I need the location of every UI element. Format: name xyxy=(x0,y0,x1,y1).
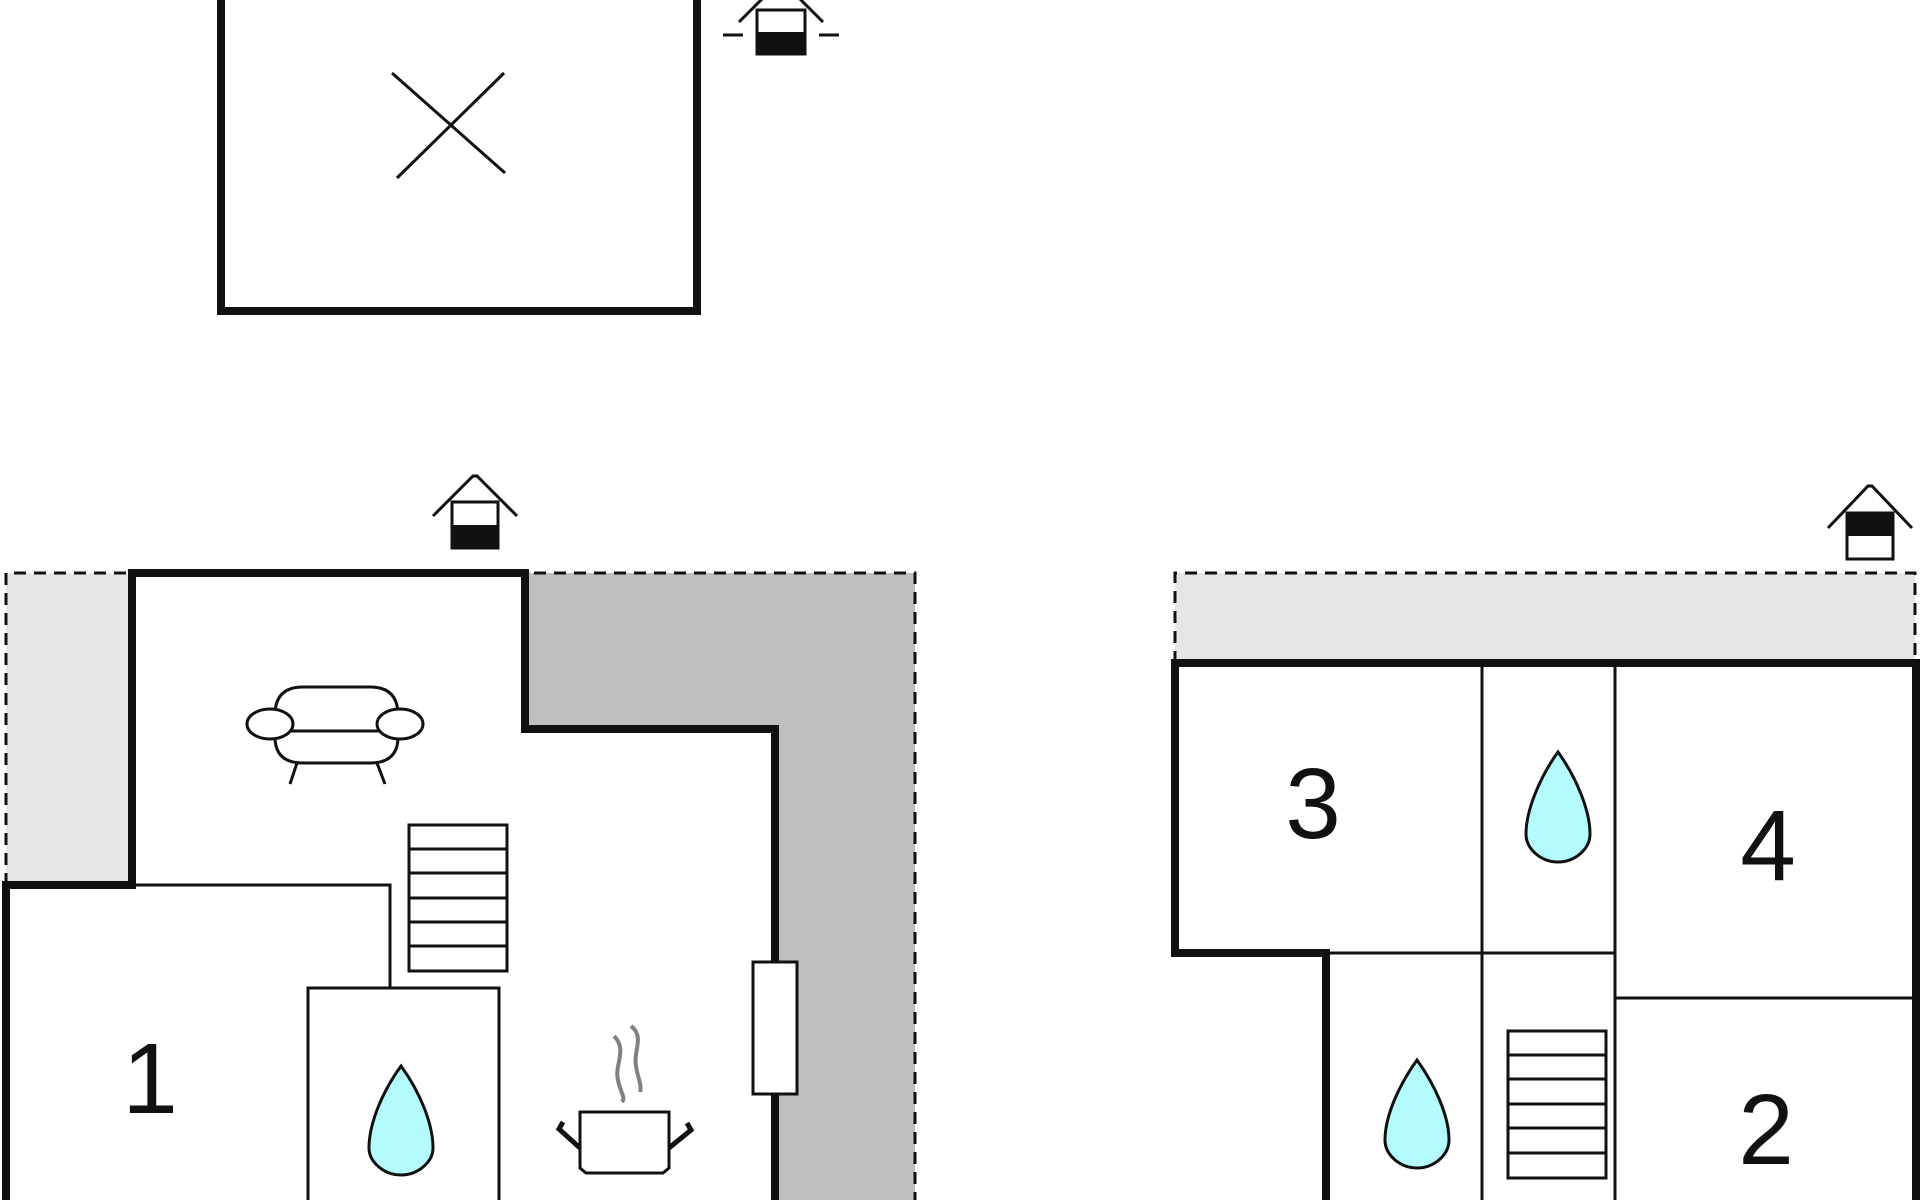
unused-space-icon xyxy=(391,71,506,180)
cooking-pot-icon xyxy=(555,1024,695,1175)
outbuilding-wall xyxy=(217,0,701,315)
fireplace-icon xyxy=(751,960,799,1096)
water-drop-icon xyxy=(367,1063,435,1177)
interior-wall xyxy=(132,883,392,988)
house-right: 3 4 2 xyxy=(1171,484,1920,1200)
terrace-dark xyxy=(525,573,915,1200)
stairs-icon xyxy=(407,823,509,973)
water-drop-icon xyxy=(1383,1057,1451,1170)
room-number-4: 4 xyxy=(1740,790,1796,902)
room-number-2: 2 xyxy=(1738,1074,1794,1186)
room-number-1: 1 xyxy=(122,1023,178,1135)
outbuilding xyxy=(217,0,701,315)
terrace-light xyxy=(6,573,132,885)
water-drop-icon xyxy=(1524,749,1592,864)
terrace-light xyxy=(1175,573,1915,663)
bathroom-wall xyxy=(306,986,501,1200)
house-left-outer-wall xyxy=(2,569,779,1200)
room-number-3: 3 xyxy=(1285,748,1341,860)
entrance-icon xyxy=(431,474,519,550)
sofa-icon xyxy=(245,685,425,785)
entrance-icon xyxy=(1826,484,1914,561)
entrance-icon xyxy=(723,0,839,56)
stairs-icon xyxy=(1506,1029,1608,1180)
terrace-boundary xyxy=(1173,571,1917,663)
house-right-outer-wall xyxy=(1171,659,1920,1200)
house-left: 1 xyxy=(2,474,917,1200)
